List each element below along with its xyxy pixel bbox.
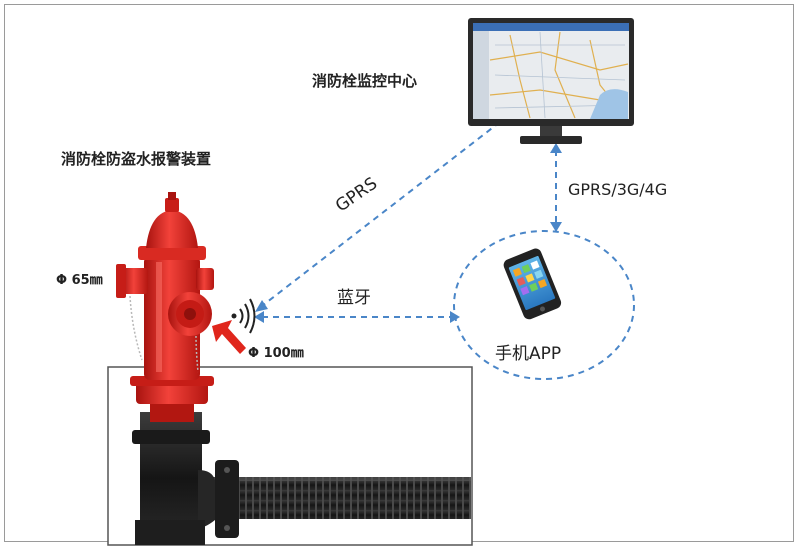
- bluetooth-arrow-right: [450, 311, 460, 323]
- photo-box: [107, 366, 473, 546]
- smartphone-icon: [503, 248, 562, 320]
- monitor-icon: [468, 18, 634, 144]
- mobile-app-circle: [453, 230, 635, 380]
- gprs-3g-4g-arrow-up: [550, 143, 562, 153]
- pipe: [205, 477, 471, 519]
- wireless-signal-icon: [231, 298, 256, 334]
- label-device: 消防栓防盗水报警装置: [61, 150, 212, 168]
- hydrant-outlet-100: [168, 292, 212, 336]
- app-icons: [512, 260, 548, 296]
- arrow-heads: [254, 143, 562, 323]
- label-monitor-center: 消防栓监控中心: [312, 72, 418, 90]
- fire-hydrant: [116, 192, 214, 422]
- connection-lines: [261, 121, 635, 380]
- red-arrow: [212, 320, 246, 354]
- label-dim-65: Φ 65㎜: [56, 273, 103, 288]
- hydrant-chains: [129, 295, 199, 373]
- hydrant-outlet-65: [116, 264, 148, 298]
- gprs-3g-4g-arrow-down: [550, 222, 562, 232]
- gprs-arrow-head: [255, 300, 268, 312]
- label-bluetooth: 蓝牙: [337, 288, 371, 308]
- bluetooth-arrow-left: [254, 311, 264, 323]
- label-mobile-app: 手机APP: [495, 344, 562, 364]
- gprs-link-line: [261, 121, 501, 307]
- label-gprs-3g-4g: GPRS/3G/4G: [568, 180, 668, 199]
- label-dim-100: Φ 100㎜: [248, 346, 304, 361]
- pipe-flange: [215, 460, 239, 538]
